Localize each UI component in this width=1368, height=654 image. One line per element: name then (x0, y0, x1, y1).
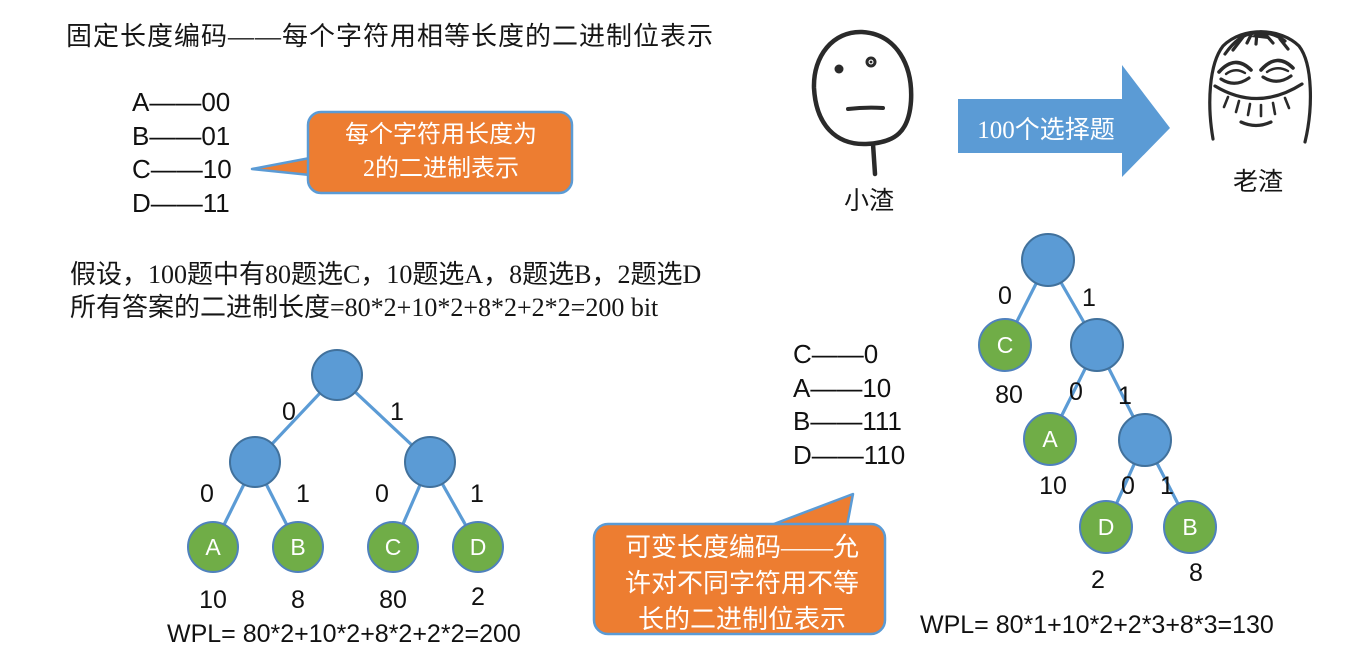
variable-callout-bubble (592, 492, 887, 636)
fixed-tree-node-C (367, 521, 419, 573)
huffman-tree-weight-A: 10 (1039, 472, 1067, 500)
neck-stick (870, 141, 878, 177)
huffman-tree-weight-B: 8 (1189, 559, 1203, 587)
variable-code-c: C——0 (793, 339, 879, 369)
arrow-label: 100个选择题 (977, 117, 1115, 144)
fixed-tree-edge-label: 0 (200, 480, 214, 508)
fixed-tree-edge-label: 0 (282, 398, 296, 426)
huffman-tree-node-i3 (1118, 413, 1172, 467)
fixed-code-c: C——10 (132, 154, 232, 184)
laozha-face-image (1208, 30, 1312, 144)
wpl-fixed: WPL= 80*2+10*2+8*2+2*2=200 (167, 620, 521, 648)
fixed-tree-weight-A: 10 (199, 586, 227, 614)
huffman-tree-edge-label: 0 (998, 282, 1012, 310)
fixed-tree-node-letter-D: D (470, 534, 487, 560)
variable-code-b: B——111 (793, 406, 902, 436)
fixed-tree-node-n0 (229, 436, 281, 488)
huffman-tree-edge-label: 1 (1082, 284, 1096, 312)
huffman-tree-weight-D: 2 (1091, 566, 1105, 594)
fixed-tree-node-B (272, 521, 324, 573)
fixed-tree-node-n1 (404, 436, 456, 488)
huffman-tree-node-D (1079, 500, 1133, 554)
fixed-tree-node-D (452, 521, 504, 573)
fixed-code-list: A——00 B——01 C——10 D——11 (132, 86, 232, 220)
fixed-tree-edge-label: 1 (470, 480, 484, 508)
huffman-tree-node-root (1021, 233, 1075, 287)
huffman-tree-edge-label: 1 (1160, 472, 1174, 500)
fixed-tree-node-A (187, 521, 239, 573)
fixed-tree-node-letter-A: A (205, 534, 221, 560)
fixed-tree-edge-label: 1 (390, 398, 404, 426)
huffman-tree-node-C (978, 318, 1032, 372)
variable-callout-text: 可变长度编码——允 许对不同字符用不等 长的二进制位表示 (624, 533, 859, 634)
face-outline (811, 29, 914, 147)
assumption-line2: 所有答案的二进制长度=80*2+10*2+8*2+2*2=200 bit (70, 293, 659, 322)
huffman-tree-node-A (1023, 412, 1077, 466)
huffman-tree-node-letter-D: D (1098, 514, 1115, 540)
fixed-tree-node-letter-C: C (385, 534, 402, 560)
arrow-shape (958, 65, 1170, 177)
huffman-tree-node-letter-A: A (1042, 426, 1058, 452)
fixed-tree-edge-label: 1 (296, 480, 310, 508)
huffman-tree-node-B (1163, 500, 1217, 554)
mouth (1239, 120, 1273, 128)
xiaozha-face-image (811, 29, 914, 177)
fixed-callout-bubble (250, 110, 574, 195)
page-title: 固定长度编码——每个字符用相等长度的二进制位表示 (66, 22, 715, 51)
huffman-tree-edge-label: 0 (1069, 378, 1083, 406)
variable-code-list: C——0 A——10 B——111 D——110 (793, 338, 905, 472)
fixed-tree-node-letter-B: B (290, 534, 305, 560)
huffman-tree-node-letter-B: B (1182, 514, 1197, 540)
left-eye (834, 64, 844, 74)
huffman-tree-node-letter-C: C (997, 332, 1014, 358)
variable-code-d: D——110 (793, 439, 906, 470)
right-eye (1259, 58, 1295, 72)
fixed-tree-weight-D: 2 (471, 583, 485, 611)
fixed-tree-weight-B: 8 (291, 586, 305, 614)
fixed-tree-edge-label: 0 (375, 480, 389, 508)
fixed-tree-weight-C: 80 (379, 586, 407, 614)
fixed-callout-text: 每个字符用长度为 2的二进制表示 (345, 122, 537, 182)
fixed-tree-node-root (311, 349, 363, 401)
callout-body (306, 110, 574, 195)
left-eye (1217, 60, 1253, 74)
huffman-tree-weight-C: 80 (995, 381, 1023, 409)
huffman-tree-node-i2 (1070, 318, 1124, 372)
wpl-variable: WPL= 80*1+10*2+2*3+8*3=130 (920, 611, 1274, 639)
fixed-code-d: D——11 (132, 187, 230, 218)
xiaozha-label: 小渣 (843, 188, 894, 215)
grin-line (1213, 82, 1304, 101)
fixed-code-a: A——00 (132, 87, 231, 117)
mouth (846, 105, 885, 111)
huffman-tree-edge-label: 0 (1121, 472, 1135, 500)
assumption-paragraph: 假设，100题中有80题选C，10题选A，8题选B，2题选D 所有答案的二进制长… (70, 258, 701, 324)
assumption-line1: 假设，100题中有80题选C，10题选A，8题选B，2题选D (70, 260, 702, 289)
fixed-code-b: B——01 (132, 120, 231, 151)
callout-body (592, 522, 887, 636)
right-eye (865, 56, 877, 68)
huffman-tree-edge-label: 1 (1118, 382, 1132, 410)
laozha-label: 老渣 (1232, 169, 1283, 196)
variable-code-a: A——10 (793, 372, 892, 403)
